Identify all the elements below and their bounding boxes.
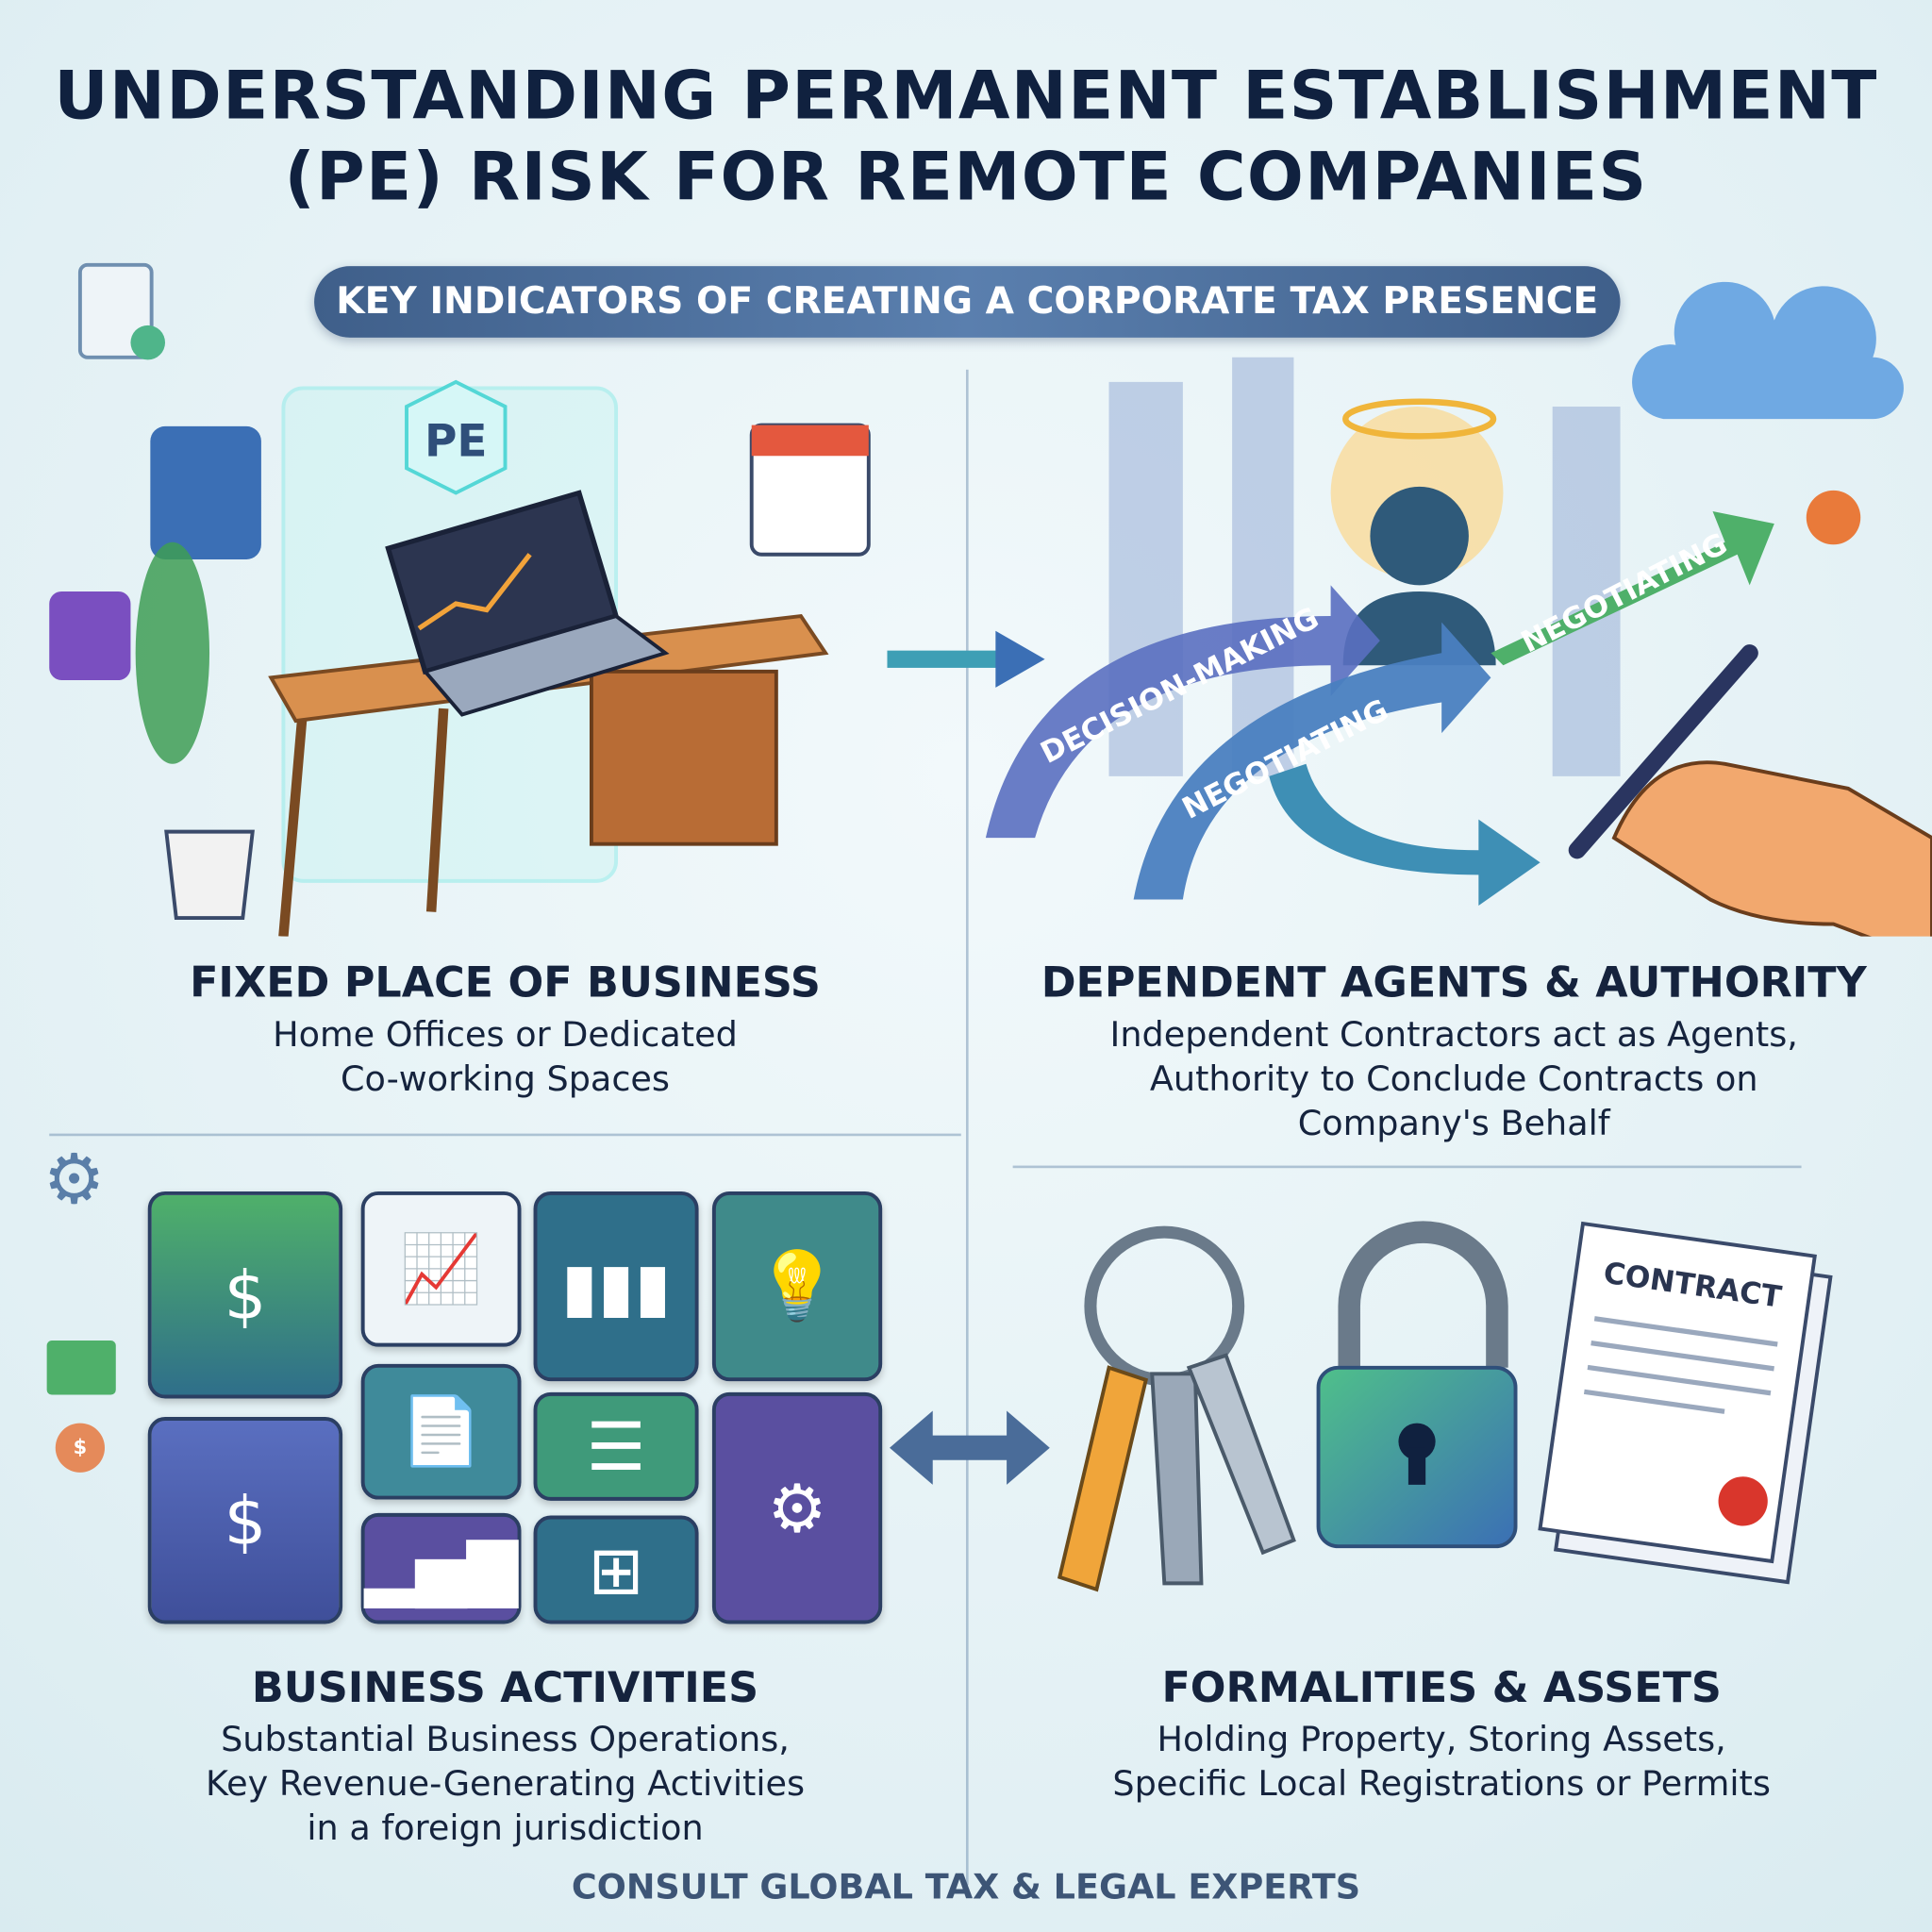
- divider-right: [1012, 1165, 1802, 1169]
- title-line-1: UNDERSTANDING PERMANENT ESTABLISHMENT: [54, 57, 1878, 135]
- bank-icon: [49, 591, 131, 680]
- section-text: Company's Behalf: [1297, 1102, 1610, 1144]
- growth-chart-icon: 📈: [360, 1191, 522, 1347]
- padlock-shackle: [1338, 1221, 1508, 1368]
- section-heading: BUSINESS ACTIVITIES: [251, 1663, 759, 1713]
- section-dependent-agents: DEPENDENT AGENTS & AUTHORITY Independent…: [1010, 958, 1897, 1146]
- lock-icon: [1806, 490, 1861, 545]
- section-text: Specific Local Registrations or Permits: [1112, 1763, 1771, 1805]
- section-formalities-assets: FORMALITIES & ASSETS Holding Property, S…: [1010, 1663, 1873, 1807]
- list-icon: ☰: [533, 1391, 699, 1501]
- lightbulb-icon: 💡: [711, 1191, 883, 1382]
- section-text: Independent Contractors act as Agents,: [1109, 1013, 1798, 1056]
- dollar-gear-icon: $: [147, 1417, 343, 1624]
- section-heading: FIXED PLACE OF BUSINESS: [190, 958, 821, 1008]
- divider-vertical: [965, 369, 969, 1886]
- seal-icon: [1718, 1476, 1768, 1526]
- section-business-activities: BUSINESS ACTIVITIES Substantial Business…: [49, 1663, 961, 1851]
- arrow-right-icon: [887, 630, 1045, 688]
- hand-signing: [1611, 760, 1932, 937]
- home-office-illustration: PE: [49, 262, 871, 937]
- halo: [1342, 398, 1497, 440]
- section-heading: DEPENDENT AGENTS & AUTHORITY: [1041, 958, 1867, 1008]
- section-text: Co-working Spaces: [341, 1058, 670, 1100]
- footer-cta: CONSULT GLOBAL TAX & LEGAL EXPERTS: [571, 1866, 1361, 1907]
- org-chart-icon: ⊞: [533, 1515, 699, 1624]
- plant: [135, 541, 210, 764]
- coin-icon: $: [55, 1423, 106, 1473]
- arrow-label-negotiating-2: NEGOTIATING: [1516, 526, 1733, 659]
- pen-icon: [1568, 644, 1758, 859]
- binders-icon: ▮▮▮: [533, 1191, 699, 1382]
- revenue-gear-icon: $: [147, 1191, 343, 1399]
- document-check-icon: 📄: [360, 1363, 522, 1500]
- key-icon: [1057, 1365, 1149, 1592]
- page-title: UNDERSTANDING PERMANENT ESTABLISHMENT (P…: [0, 56, 1932, 218]
- folder-icon: [46, 1341, 116, 1395]
- section-text: Key Revenue-Generating Activities: [205, 1763, 806, 1805]
- dependent-agent-illustration: DECISION-MAKING NEGOTIATING NEGOTIATING: [985, 281, 1932, 937]
- section-heading: FORMALITIES & ASSETS: [1161, 1663, 1722, 1713]
- section-text: in a foreign jurisdiction: [307, 1807, 704, 1849]
- formalities-illustration: CONTRACT: [1057, 1221, 1833, 1592]
- cloud-icon: [1632, 281, 1904, 420]
- section-text: Substantial Business Operations,: [221, 1719, 790, 1760]
- check-icon: [130, 325, 166, 360]
- section-fixed-place: FIXED PLACE OF BUSINESS Home Offices or …: [49, 958, 961, 1102]
- gear-icon: ⚙: [42, 1140, 106, 1221]
- pe-badge: PE: [425, 415, 488, 467]
- bar-chart-icon: ▂▅▇: [360, 1512, 522, 1624]
- title-line-2: (PE) RISK FOR REMOTE COMPANIES: [284, 138, 1648, 216]
- divider-left: [49, 1133, 961, 1137]
- contract-document: CONTRACT: [1538, 1221, 1833, 1585]
- double-arrow-icon: [890, 1410, 1050, 1485]
- subtitle-banner: KEY INDICATORS OF CREATING A CORPORATE T…: [314, 266, 1621, 338]
- workflow-icon: ⚙: [711, 1391, 883, 1624]
- section-text: Authority to Conclude Contracts on: [1149, 1058, 1758, 1100]
- section-text: Home Offices or Dedicated: [273, 1013, 738, 1056]
- building-icon: [150, 425, 261, 559]
- section-text: Holding Property, Storing Assets,: [1157, 1719, 1726, 1760]
